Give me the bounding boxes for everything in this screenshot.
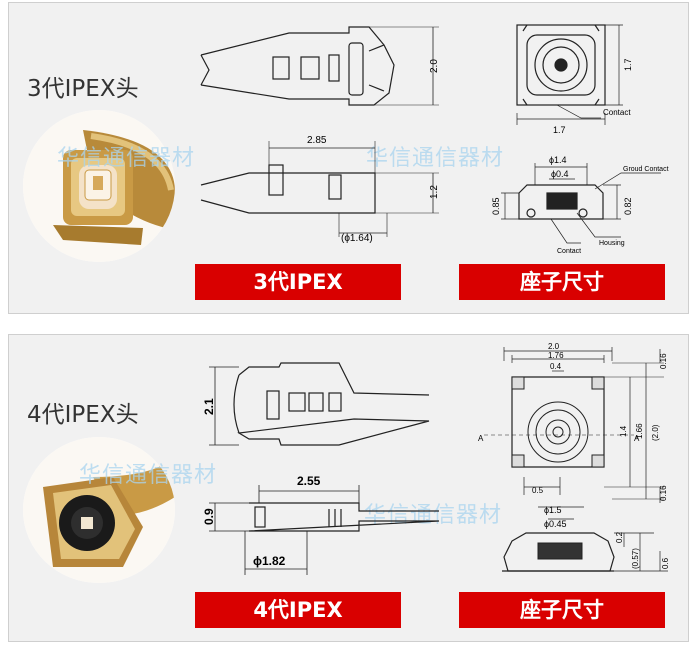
dim-label: 1.7: [623, 58, 633, 71]
gen3-socket-drawing: 1.7 1.7 Contact ϕ1.4 ϕ0.4 Groud Contact …: [491, 24, 669, 253]
dim-label: ϕ0.4: [551, 169, 569, 179]
panel-gen4: 4代IPEX头 华信通信器材 华信通信器材: [8, 334, 689, 642]
dim-label: 0.4: [550, 362, 562, 371]
watermark: 华信通信器材: [57, 146, 196, 171]
dim-label: 1.4: [619, 425, 628, 437]
dim-label: Contact: [557, 248, 581, 253]
dim-label: 2.0: [548, 342, 560, 351]
dim-label: 0.9: [202, 508, 216, 525]
product-label: 4代IPEX: [195, 592, 401, 628]
product-label: 3代IPEX: [195, 264, 401, 300]
dim-label: 2.55: [297, 474, 321, 488]
dim-label: 0.5: [532, 486, 544, 495]
dim-label: 2.1: [202, 398, 216, 415]
dim-label: ϕ1.5: [544, 505, 562, 515]
section-marker: A: [634, 434, 640, 443]
socket-size-label: 座子尺寸: [459, 264, 665, 300]
dim-label: 0.16: [659, 485, 668, 501]
socket-size-label: 座子尺寸: [459, 592, 665, 628]
dim-label: (2.0): [651, 424, 660, 441]
dim-label: (0.57): [631, 548, 640, 569]
watermark: 华信通信器材: [366, 146, 505, 171]
watermark: 华信通信器材: [79, 463, 218, 488]
panel-title: 4代IPEX头: [27, 402, 139, 428]
dim-label: Housing: [599, 240, 625, 247]
dim-label: 0.82: [623, 197, 633, 215]
dim-label: Contact: [603, 108, 631, 117]
dim-label: ϕ1.82: [253, 554, 286, 568]
gen4-plug-drawing: 2.1 2.55 0.9 ϕ1.82: [202, 362, 440, 575]
dim-label: 2.0: [429, 59, 440, 73]
dim-label: 0.2: [615, 531, 624, 543]
dim-label: 1.7: [553, 125, 566, 135]
gen3-plug-drawing: 2.0 2.85 1.2 (ϕ1.64): [200, 26, 440, 244]
dim-label: Groud Contact: [623, 166, 669, 173]
dim-label: 0.16: [659, 353, 668, 369]
dim-label: ϕ1.4: [549, 155, 567, 165]
dim-label: 0.85: [491, 197, 501, 215]
connector-photo: [23, 110, 175, 262]
connector-photo: [23, 437, 175, 583]
panel-title: 3代IPEX头: [27, 76, 139, 102]
dim-label: 1.66: [635, 423, 644, 439]
dim-label: 0.6: [661, 557, 670, 569]
dim-label: 1.76: [548, 351, 564, 360]
gen4-socket-drawing: 2.0 1.76 0.4 0.16 1.4 1.66 (2.0) 0.16 0.…: [478, 342, 670, 572]
dim-label: ϕ0.45: [544, 519, 567, 529]
panel-gen3: 3代IPEX头 华信通信器材 华信通信器材: [8, 2, 689, 314]
dim-label: (ϕ1.64): [341, 233, 373, 244]
dim-label: 1.2: [429, 185, 440, 199]
dim-label: 2.85: [307, 135, 327, 146]
section-marker: A: [478, 434, 484, 443]
